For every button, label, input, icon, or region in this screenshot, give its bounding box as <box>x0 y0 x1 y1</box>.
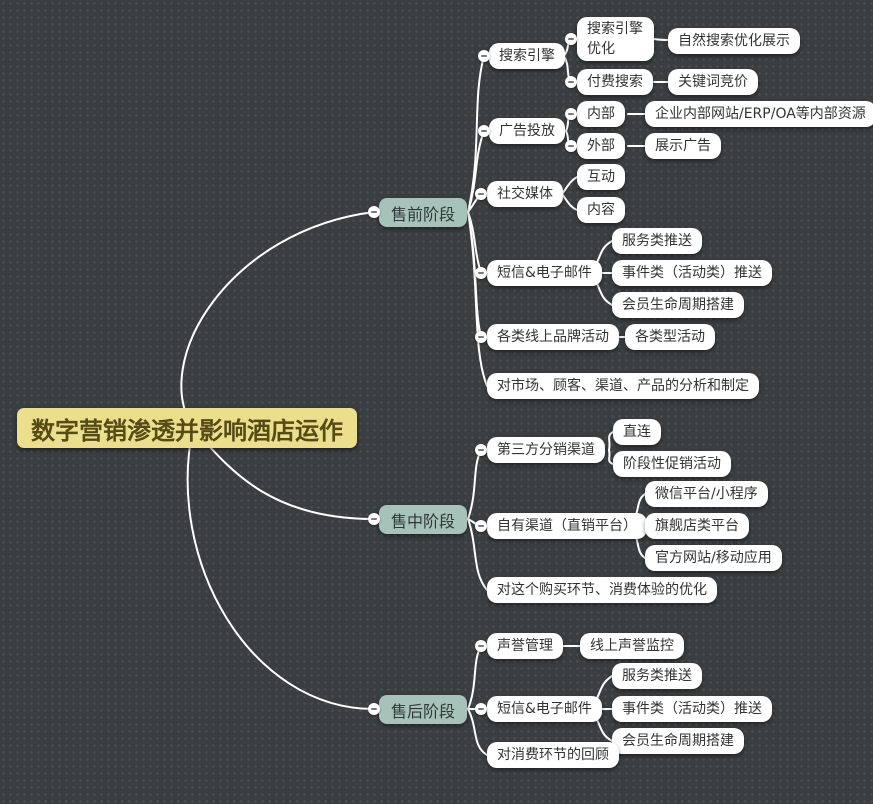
collapse-icon[interactable] <box>475 444 487 456</box>
node-external[interactable]: 外部 <box>577 133 625 159</box>
minus-icon <box>568 38 574 40</box>
collapse-icon[interactable] <box>475 640 487 652</box>
minus-icon <box>481 130 487 132</box>
node-content[interactable]: 内容 <box>577 197 625 223</box>
minus-icon <box>478 449 484 451</box>
collapse-icon[interactable] <box>565 140 577 152</box>
node-interaction[interactable]: 互动 <box>577 164 625 190</box>
node-consumption-review[interactable]: 对消费环节的回顾 <box>487 742 619 768</box>
minus-icon <box>478 272 484 274</box>
minus-icon <box>481 55 487 57</box>
phase-node-postsale[interactable]: 售后阶段 <box>379 695 468 724</box>
collapse-icon[interactable] <box>475 267 487 279</box>
node-periodic-promotions[interactable]: 阶段性促销活动 <box>613 451 731 477</box>
phase-node-presale[interactable]: 售前阶段 <box>379 198 468 227</box>
collapse-icon[interactable] <box>475 188 487 200</box>
minus-icon <box>568 113 574 115</box>
collapse-icon[interactable] <box>475 331 487 343</box>
node-search-engine[interactable]: 搜索引擎 <box>489 43 565 69</box>
collapse-icon[interactable] <box>478 50 490 62</box>
node-reputation-management[interactable]: 声誉管理 <box>487 633 563 659</box>
node-internal[interactable]: 内部 <box>577 101 625 127</box>
collapse-icon[interactable] <box>478 125 490 137</box>
minus-icon <box>478 193 484 195</box>
node-direct-connect[interactable]: 直连 <box>613 419 661 445</box>
node-social-media[interactable]: 社交媒体 <box>487 181 563 207</box>
collapse-icon[interactable] <box>565 33 577 45</box>
collapse-icon[interactable] <box>475 703 487 715</box>
node-official-site-app[interactable]: 官方网站/移动应用 <box>645 545 782 571</box>
node-service-push-postsale[interactable]: 服务类推送 <box>612 663 702 689</box>
minus-icon <box>478 336 484 338</box>
minus-icon <box>478 525 484 527</box>
node-seo[interactable]: 搜索引擎优化 <box>577 17 654 61</box>
minus-icon <box>371 708 377 710</box>
minus-icon <box>371 211 377 213</box>
node-own-channels[interactable]: 自有渠道（直销平台） <box>487 513 647 539</box>
node-member-lifecycle-postsale[interactable]: 会员生命周期搭建 <box>612 728 744 754</box>
node-sms-email-presale[interactable]: 短信&电子邮件 <box>487 260 602 286</box>
minus-icon <box>478 645 484 647</box>
node-online-reputation-monitoring[interactable]: 线上声誉监控 <box>580 633 684 659</box>
node-wechat-miniprogram[interactable]: 微信平台/小程序 <box>645 481 768 507</box>
node-market-analysis[interactable]: 对市场、顾客、渠道、产品的分析和制定 <box>487 373 759 399</box>
minus-icon <box>568 81 574 83</box>
node-event-push-postsale[interactable]: 事件类（活动类）推送 <box>612 696 772 722</box>
collapse-icon[interactable] <box>565 108 577 120</box>
node-member-lifecycle-presale[interactable]: 会员生命周期搭建 <box>612 292 744 318</box>
node-keyword-bidding[interactable]: 关键词竞价 <box>668 69 758 95</box>
collapse-icon[interactable] <box>368 206 380 218</box>
minus-icon <box>568 145 574 147</box>
node-paid-search[interactable]: 付费搜索 <box>577 69 653 95</box>
node-online-brand-activities[interactable]: 各类线上品牌活动 <box>487 324 619 350</box>
node-event-push-presale[interactable]: 事件类（活动类）推送 <box>612 260 772 286</box>
node-service-push-presale[interactable]: 服务类推送 <box>612 228 702 254</box>
collapse-icon[interactable] <box>368 513 380 525</box>
node-ad-placement[interactable]: 广告投放 <box>489 118 565 144</box>
minus-icon <box>371 518 377 520</box>
minus-icon <box>478 708 484 710</box>
node-enterprise-resources[interactable]: 企业内部网站/ERP/OA等内部资源 <box>645 101 873 127</box>
node-display-ads[interactable]: 展示广告 <box>645 133 721 159</box>
node-third-party-channels[interactable]: 第三方分销渠道 <box>487 437 605 463</box>
root-node[interactable]: 数字营销渗透并影响酒店运作 <box>17 408 357 448</box>
node-flagship-platforms[interactable]: 旗舰店类平台 <box>645 513 749 539</box>
phase-node-midsale[interactable]: 售中阶段 <box>379 505 468 534</box>
node-purchase-experience-optimization[interactable]: 对这个购买环节、消费体验的优化 <box>487 577 717 603</box>
node-sms-email-postsale[interactable]: 短信&电子邮件 <box>487 696 602 722</box>
collapse-icon[interactable] <box>565 76 577 88</box>
node-organic-search-display[interactable]: 自然搜索优化展示 <box>668 28 800 54</box>
node-activity-types[interactable]: 各类型活动 <box>625 324 715 350</box>
collapse-icon[interactable] <box>475 520 487 532</box>
collapse-icon[interactable] <box>368 703 380 715</box>
